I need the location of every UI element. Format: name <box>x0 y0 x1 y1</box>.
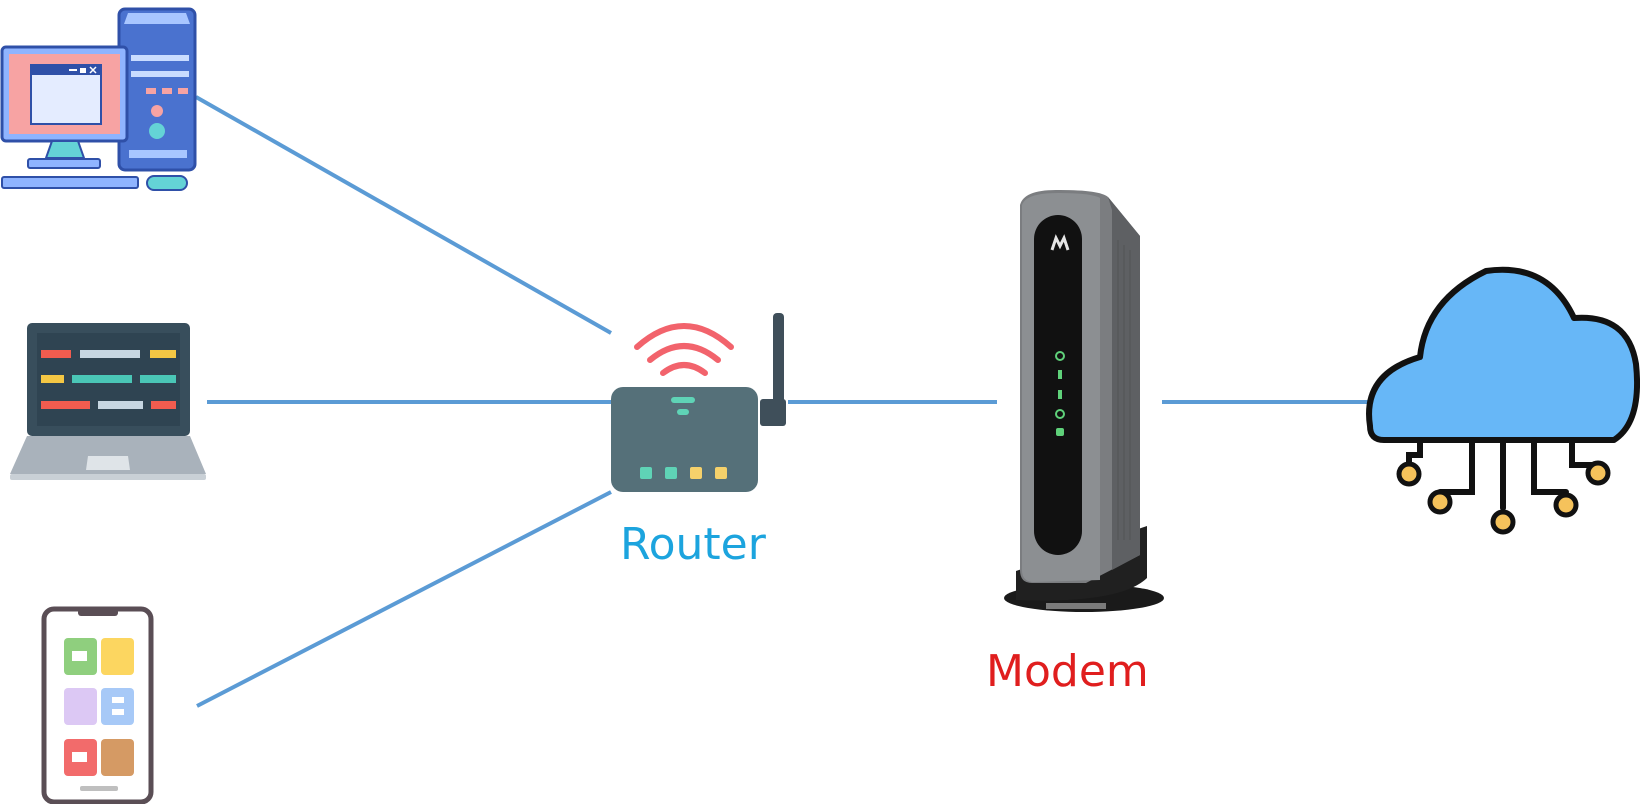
smartphone-icon <box>41 606 154 804</box>
desktop-router-link <box>195 95 612 335</box>
cable-modem-icon <box>1004 189 1164 612</box>
cloud-network-icon <box>1366 266 1640 535</box>
modem-label: Modem <box>986 646 1149 697</box>
wifi-router-icon <box>611 313 786 492</box>
router-label: Router <box>620 519 766 570</box>
connection-lines <box>195 95 1372 708</box>
desktop-computer-icon <box>0 7 197 191</box>
phone-router-link <box>196 490 612 708</box>
laptop-icon <box>10 323 206 480</box>
